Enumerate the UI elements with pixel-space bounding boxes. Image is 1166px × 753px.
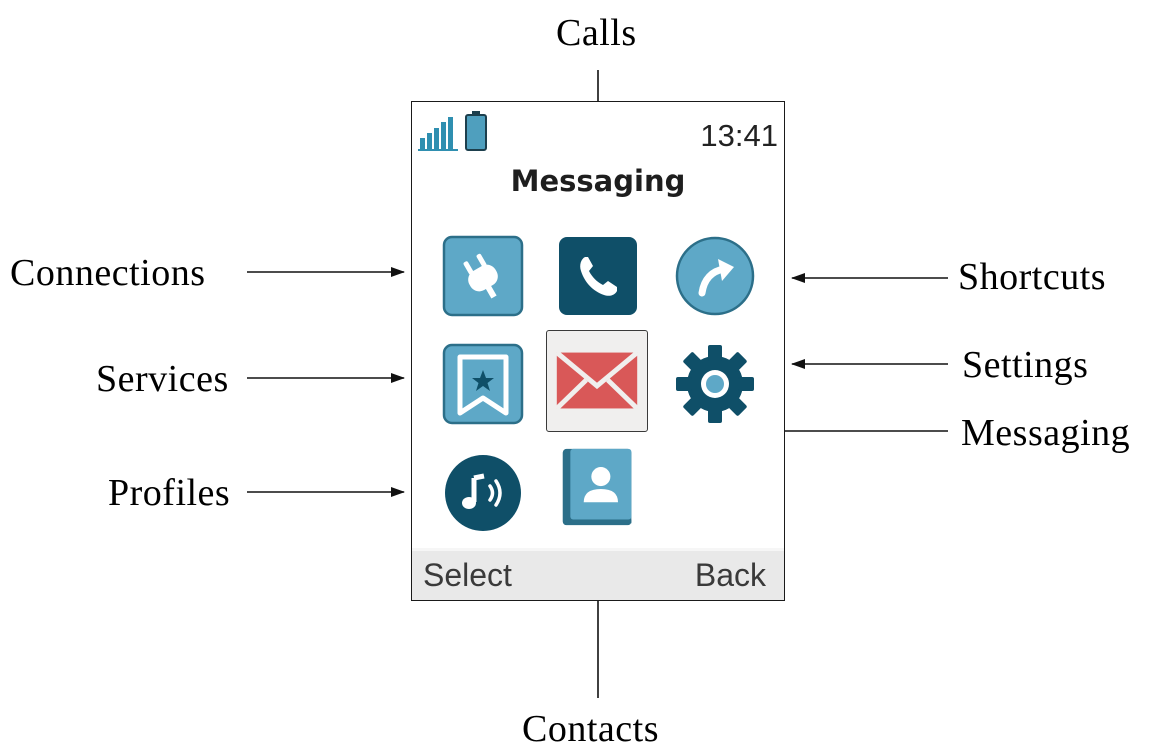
profiles-tile[interactable] xyxy=(442,452,524,534)
contacts-tile[interactable] xyxy=(557,447,639,529)
contacts-label: Contacts xyxy=(522,708,659,750)
shortcuts-label: Shortcuts xyxy=(958,256,1107,298)
phone-screen: 13:41 Messaging xyxy=(411,101,785,601)
phone-icon xyxy=(559,237,637,315)
plug-icon xyxy=(442,235,524,317)
screen-title: Messaging xyxy=(510,164,686,198)
gear-icon xyxy=(676,345,754,423)
shortcut-arrow-icon xyxy=(675,236,755,316)
shortcuts-tile[interactable] xyxy=(674,235,756,317)
status-bar: 13:41 xyxy=(412,102,784,162)
select-softkey[interactable]: Select xyxy=(423,557,512,593)
connections-tile[interactable] xyxy=(442,235,524,317)
calls-label: Calls xyxy=(556,12,637,54)
services-label: Services xyxy=(96,358,229,400)
back-softkey[interactable]: Back xyxy=(694,557,766,593)
messaging-tile[interactable] xyxy=(546,330,648,432)
profiles-label: Profiles xyxy=(108,472,231,514)
calls-tile[interactable] xyxy=(557,235,639,317)
signal-strength-icon xyxy=(418,117,458,151)
settings-tile[interactable] xyxy=(674,343,756,425)
clock: 13:41 xyxy=(700,118,778,153)
settings-label: Settings xyxy=(962,344,1089,386)
bookmark-star-icon xyxy=(442,343,524,425)
contact-book-icon xyxy=(562,448,632,526)
messaging-label: Messaging xyxy=(961,412,1131,454)
connections-label: Connections xyxy=(10,252,206,294)
music-note-icon xyxy=(445,455,521,531)
services-tile[interactable] xyxy=(442,343,524,425)
battery-icon xyxy=(465,111,487,151)
envelope-icon xyxy=(555,350,639,411)
softkey-bar: Select Back xyxy=(412,548,784,600)
